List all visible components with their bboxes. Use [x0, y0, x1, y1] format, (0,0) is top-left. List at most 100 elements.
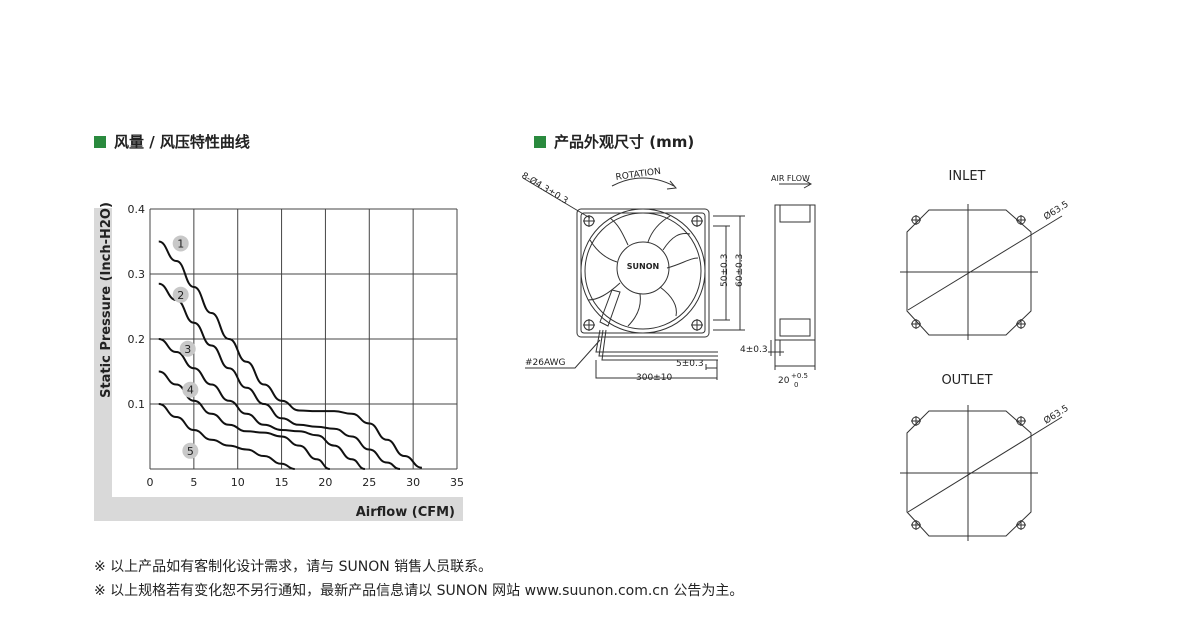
outlet-label: OUTLET [941, 373, 992, 388]
pq-curve-chart: 1 2 3 4 5 0 5 10 15 20 25 30 35 0.1 0.2 0.3 0.4 Airflo… [94, 202, 465, 521]
fan-shroud-inner [584, 212, 702, 330]
fan-hub [616, 241, 670, 295]
lead-wire-2 [598, 329, 718, 357]
curve-label-1: 1 [172, 235, 189, 252]
curve-label-3: 3 [179, 340, 196, 357]
wire-leader-line [525, 339, 601, 369]
side-flange-bottom [779, 318, 811, 337]
outlet-outline [906, 410, 1032, 537]
chart-grid [149, 208, 458, 470]
side-flange-top [779, 204, 811, 223]
depth-label: 20 [778, 376, 790, 386]
y-tick-label: 0.3 [128, 268, 146, 281]
inlet-label: INLET [949, 169, 986, 184]
x-axis-label: Airflow (CFM) [356, 505, 455, 520]
curve-series-3 [158, 338, 366, 470]
note-customization: ※ 以上产品如有客制化设计需求，请与 SUNON 销售人员联系。 [94, 559, 493, 575]
curve-label-bubble [182, 442, 199, 459]
chart-curve-labels: 1 2 3 4 5 [172, 235, 199, 459]
fan-shroud [580, 208, 706, 334]
curve-label-5: 5 [182, 442, 199, 459]
x-tick-label: 0 [147, 476, 154, 489]
wire-gauge-label: #26AWG [525, 358, 566, 368]
outlet-diameter-line [907, 416, 1063, 513]
dim-line-60 [713, 215, 745, 331]
strip-length-label: 5±0.3 [676, 359, 704, 369]
rotation-arrow-icon [666, 180, 677, 190]
x-tick-label: 20 [318, 476, 332, 489]
curve-title-text: 风量 / 风压特性曲线 [114, 133, 250, 151]
dim-50-label: 50±0.3 [720, 254, 730, 287]
note-specification: ※ 以上规格若有变化恕不另行通知，最新产品信息请以 SUNON 网站 www.s… [94, 583, 744, 599]
curve-label-text: 3 [184, 343, 191, 356]
x-tick-label: 5 [190, 476, 197, 489]
outlet-hole-icons [911, 416, 1026, 530]
x-tick-labels: 0 5 10 15 20 25 30 35 [147, 476, 465, 489]
inlet-hole-icons [911, 215, 1026, 329]
inlet-view: INLET Ø63.5 [900, 169, 1070, 340]
rotation-arc [611, 177, 675, 187]
curve-label-bubble [172, 235, 189, 252]
y-tick-label: 0.4 [128, 203, 146, 216]
x-tick-label: 25 [362, 476, 376, 489]
curve-section-title: 风量 / 风压特性曲线 [94, 131, 250, 152]
curve-label-bubble [172, 286, 189, 303]
dim-60-label: 60±0.3 [735, 254, 745, 287]
fan-front-view: SUNON 8-Ø4.3±0.3 ROTATION 50±0.3 60±0.3 … [519, 167, 745, 383]
airflow-arrow-icon [779, 179, 813, 189]
dimension-section-title: 产品外观尺寸 (mm) [534, 131, 694, 152]
airflow-label: AIR FLOW [771, 174, 810, 183]
curve-label-4: 4 [182, 381, 199, 398]
rotation-label: ROTATION [615, 167, 662, 183]
inlet-diameter-line [907, 215, 1063, 311]
outlet-diameter-label: Ø63.5 [1042, 403, 1070, 427]
chart-curves [158, 240, 423, 470]
x-tick-label: 15 [275, 476, 289, 489]
green-square-icon [94, 135, 106, 148]
y-tick-labels: 0.1 0.2 0.3 0.4 [128, 203, 146, 411]
y-tick-label: 0.2 [128, 333, 146, 346]
fan-brand-label: SUNON [627, 262, 659, 271]
lead-wire-3 [601, 329, 718, 361]
x-tick-label: 10 [231, 476, 245, 489]
hole-size-label: 8-Ø4.3±0.3 [519, 170, 569, 206]
fan-frame-outline [576, 208, 710, 338]
fan-blades [587, 215, 699, 327]
x-tick-label: 30 [406, 476, 420, 489]
flange-thickness-label: 4±0.3 [740, 345, 768, 355]
dim-line-50 [713, 225, 730, 321]
chart-background [150, 208, 463, 473]
curve-label-2: 2 [172, 286, 189, 303]
lead-wire-1 [595, 329, 718, 353]
curve-series-5 [158, 403, 295, 470]
curve-label-text: 2 [177, 289, 184, 302]
lead-length-label: 300±10 [636, 373, 672, 383]
chart-xlabel-strip [94, 497, 463, 521]
side-frame [774, 204, 816, 341]
hole-leader-line [522, 177, 591, 219]
chart-bottom-panel [112, 473, 463, 497]
x-tick-label: 35 [450, 476, 464, 489]
curve-label-text: 1 [177, 237, 184, 250]
y-axis-label: Static Pressure (Inch-H2O) [99, 202, 114, 398]
dimension-title-text: 产品外观尺寸 (mm) [554, 133, 695, 151]
wire-guide [599, 289, 621, 327]
depth-tolerance-upper: +0.5 [791, 372, 808, 380]
chart-ylabel-strip [94, 208, 112, 521]
green-square-icon [534, 135, 546, 148]
inlet-centerlines [900, 204, 1038, 340]
curve-series-1 [158, 240, 423, 469]
curve-series-2 [158, 282, 401, 470]
strip-length-dim [705, 364, 718, 370]
depth-dim-line [774, 340, 816, 370]
inlet-outline [906, 209, 1032, 336]
inlet-diameter-label: Ø63.5 [1042, 199, 1070, 223]
curve-label-bubble [182, 381, 199, 398]
y-tick-label: 0.1 [128, 398, 146, 411]
mounting-hole-icons [583, 215, 703, 331]
fan-side-view: AIR FLOW 4±0.3 20 +0.5 0 [740, 174, 816, 389]
outlet-view: OUTLET Ø63.5 [900, 373, 1070, 541]
flange-dim-line [768, 340, 784, 356]
curve-label-bubble [179, 340, 196, 357]
depth-tolerance-lower: 0 [794, 381, 798, 389]
